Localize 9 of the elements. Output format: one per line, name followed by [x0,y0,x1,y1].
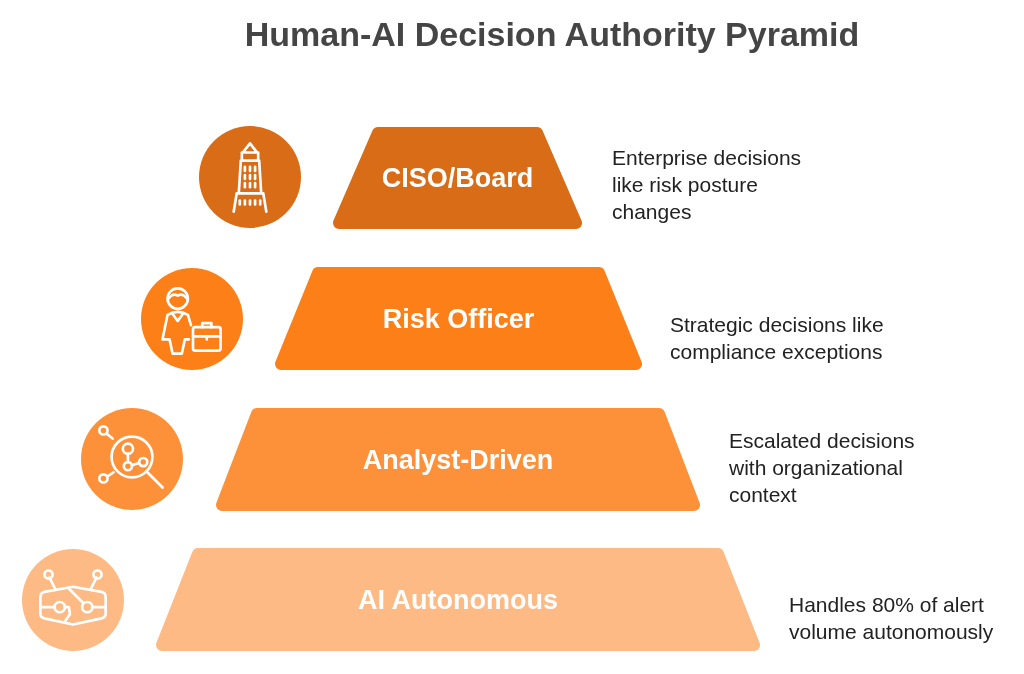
tier-label: AI Autonomous [358,583,558,616]
tier-description: Handles 80% of alert volume autonomously [789,592,995,645]
tier-description: Escalated decisions with organizational context [729,428,916,508]
diagram-title: Human-AI Decision Authority Pyramid [244,14,860,55]
tier-label: CISO/Board [381,162,534,194]
tier-label: Analyst-Driven [362,443,554,476]
tier-label: Risk Officer [382,302,535,335]
tier-description: Enterprise decisions like risk posture changes [612,145,803,225]
tier-description: Strategic decisions like compliance exceptions [670,312,885,365]
